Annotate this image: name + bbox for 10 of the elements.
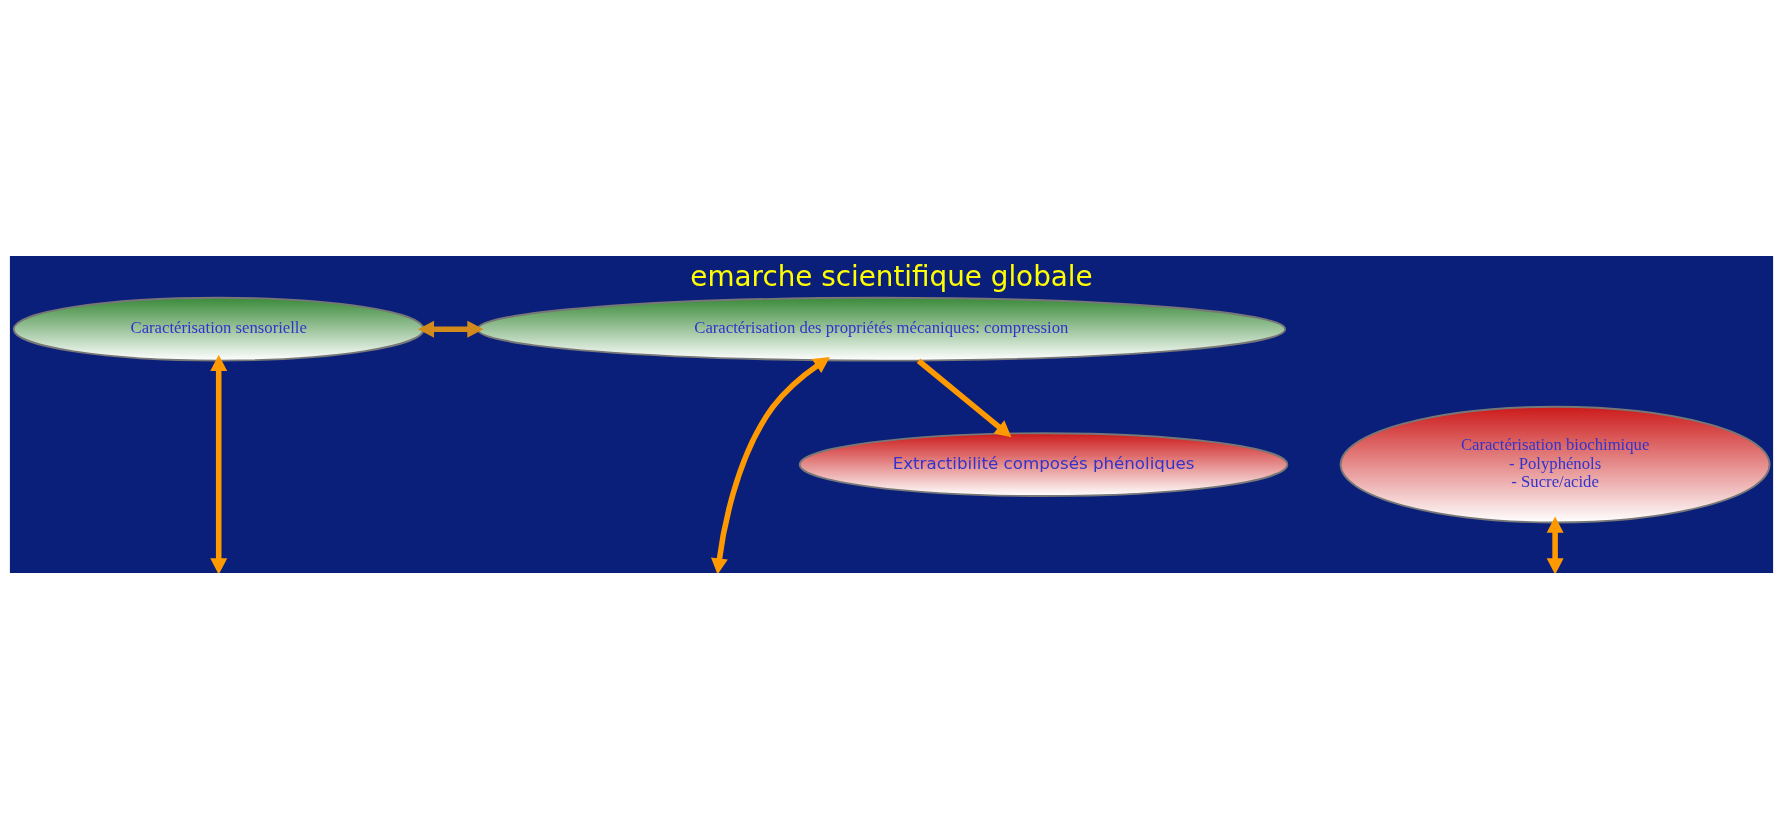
node-ellipse: Caractérisation biochimique - Polyphénols - Sucre/acide	[1339, 405, 1771, 524]
diagram-title: emarche scientifique globale	[690, 259, 1093, 293]
arrow	[1546, 516, 1564, 573]
arrow	[210, 354, 228, 573]
arrow	[417, 320, 484, 338]
node-ellipse: Caractérisation des propriétés mécaniques: compression	[476, 296, 1287, 362]
node-ellipse: Extractibilité composés phénoliques	[798, 432, 1289, 497]
arrow	[711, 356, 830, 573]
arrow	[916, 358, 1012, 438]
node-ellipse: Caractérisation sensorielle	[12, 296, 425, 362]
